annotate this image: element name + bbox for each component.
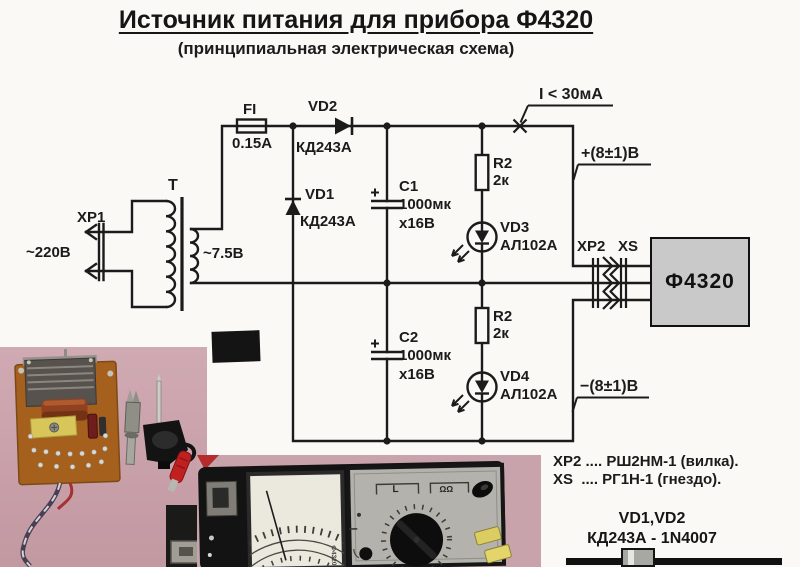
board-diode <box>87 413 98 439</box>
secondary-winding <box>189 227 200 285</box>
connector-legend-line1: XP2 .... РШ2НМ-1 (вилка). <box>553 453 739 470</box>
label-xs: XS <box>618 238 639 255</box>
label-r2-bottom: R2 <box>493 308 513 325</box>
panel-l-marking: L <box>392 484 398 495</box>
yellow-label <box>30 415 78 439</box>
diode-leads <box>566 558 782 565</box>
label-r2-top-value: 2к <box>493 172 509 189</box>
yellow-buttons <box>474 526 512 564</box>
alligator-clip <box>124 389 141 466</box>
primary-winding <box>165 199 177 309</box>
diode-photo <box>558 548 790 567</box>
label-r2-bottom-value: 2к <box>493 325 509 342</box>
diode-note-line1: VD1,VD2 <box>618 510 686 527</box>
capacitor-symbols <box>371 188 403 361</box>
board-hole <box>18 367 25 374</box>
label-vd3-type: АЛ102А <box>500 237 558 254</box>
meter-scale-window: Ф4320 <box>246 470 347 567</box>
device-box: Ф4320 <box>650 237 750 327</box>
label-output-minus: −(8±1)В <box>580 378 639 395</box>
page-title: Источник питания для прибора Ф4320 <box>118 6 594 34</box>
diode-body <box>621 548 655 567</box>
label-secondary-voltage: ~7.5В <box>203 245 244 262</box>
label-r2-top: R2 <box>493 155 513 172</box>
label-output-plus: +(8±1)В <box>581 145 640 162</box>
diode-vd1-symbol <box>285 197 301 215</box>
circuit-board <box>14 354 121 486</box>
transformer-pin <box>64 349 67 363</box>
black-plug <box>143 420 188 469</box>
meter-panel: L ΩΩ <box>345 462 512 567</box>
label-xp2: XP2 <box>577 238 606 255</box>
meter-needle <box>265 490 287 561</box>
current-cross <box>512 118 528 134</box>
zero-adjust-knob <box>359 547 373 561</box>
label-vd2: VD2 <box>308 98 338 115</box>
multimeter-photo: Ф4320 L ΩΩ <box>197 455 541 567</box>
label-vd3: VD3 <box>500 219 530 236</box>
label-mains-voltage: ~220В <box>26 244 71 261</box>
label-vd2-type: КД243А <box>296 139 352 156</box>
leader-lines <box>519 104 651 413</box>
led-vd4-symbol <box>451 371 498 413</box>
diode-cathode-band <box>628 550 634 565</box>
panel-ohm-marking: ΩΩ <box>439 484 453 494</box>
label-vd4: VD4 <box>500 368 530 385</box>
label-transformer: T <box>168 177 178 194</box>
label-current-limit: I < 30мА <box>539 86 603 103</box>
plug-xp1-symbol <box>84 199 168 309</box>
label-c2-voltage: х16В <box>399 366 435 383</box>
transformer-symbol <box>165 197 200 311</box>
diode-note-line2: КД243А - 1N4007 <box>587 530 717 547</box>
label-fuse-rating: 0.15A <box>232 135 273 152</box>
connector-legend-line2: XS .... РГ1Н-1 (гнездо). <box>553 471 722 488</box>
label-fuse: FI <box>243 101 257 118</box>
label-c1-value: 1000мк <box>399 196 451 213</box>
label-c1: C1 <box>399 178 419 195</box>
red-plug-tip <box>197 455 219 470</box>
metal-pin <box>156 374 162 424</box>
meter-latch <box>205 480 238 557</box>
connector-xp2-xs-symbol <box>591 256 628 310</box>
board-component <box>98 416 107 436</box>
device-box-label: Ф4320 <box>665 270 735 293</box>
label-vd1-type: КД243А <box>300 213 356 230</box>
diode-vd2-symbol <box>335 117 354 135</box>
label-c2: C2 <box>399 329 419 346</box>
page-subtitle: (принципиальная электрическая схема) <box>177 39 515 58</box>
red-banana-plug <box>167 450 192 493</box>
label-xp1: XP1 <box>77 209 106 226</box>
board-photo <box>0 347 207 567</box>
label-vd1: VD1 <box>305 186 335 203</box>
resistor-symbols <box>474 153 490 345</box>
dial-tick-ring <box>381 504 453 567</box>
led-vd3-symbol <box>451 221 498 263</box>
label-vd4-type: АЛ102А <box>500 386 558 403</box>
output-wires <box>20 482 74 567</box>
meter-scale-marking: Ф4320 <box>330 545 337 566</box>
solder-pads <box>27 433 109 470</box>
fuse-symbol <box>235 118 268 134</box>
board-hole <box>107 370 114 377</box>
label-c1-voltage: х16В <box>399 215 435 232</box>
photo-fragment <box>211 330 261 363</box>
label-c2-value: 1000мк <box>399 347 451 364</box>
junction-dots <box>289 122 486 445</box>
